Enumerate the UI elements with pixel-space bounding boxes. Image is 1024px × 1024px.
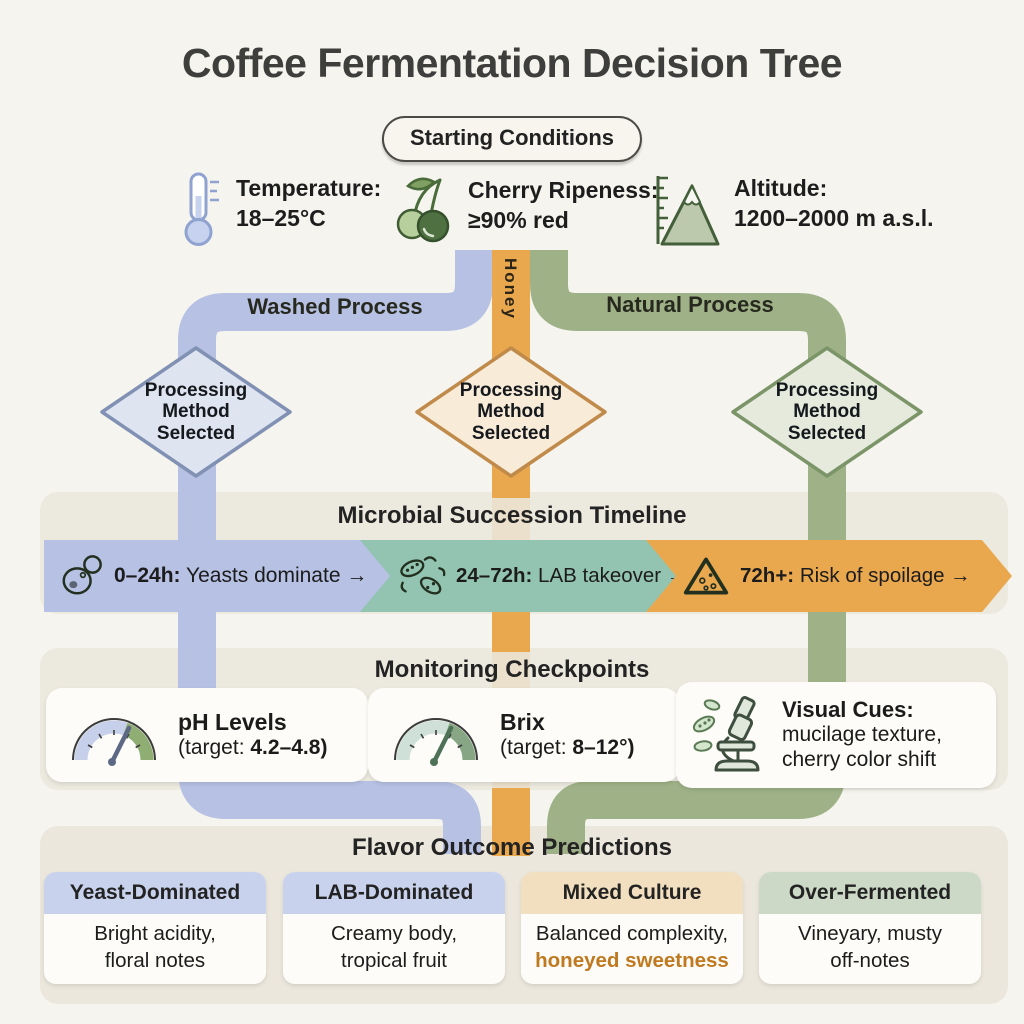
outcome-title: Over-Fermented [759, 872, 981, 914]
condition-label: Cherry Ripeness: [468, 177, 659, 203]
segment-text: Risk of spoilage → [794, 564, 971, 587]
monitoring-card-brix: Brix (target: 8–12°) [368, 688, 680, 782]
card-title: Visual Cues: [782, 697, 914, 723]
segment-text: Yeasts dominate → [180, 564, 368, 587]
monitoring-card-ph: pH Levels (target: 4.2–4.8) [46, 688, 368, 782]
page-title: Coffee Fermentation Decision Tree [181, 40, 843, 86]
condition-value: ≥90% red [468, 206, 569, 233]
segment-time: 72h+: [740, 564, 795, 587]
diamond-label: Processing Method Selected [459, 380, 563, 444]
outcome-card-yeast-dominated: Yeast-Dominated Bright acidity, floral n… [44, 872, 266, 984]
card-title: pH Levels [178, 709, 287, 736]
outcome-card-over-fermented: Over-Fermented Vineyary, musty off-notes [759, 872, 981, 984]
card-title: Brix [500, 709, 545, 736]
condition-altitude: Altitude: 1200–2000 m a.s.l. [648, 170, 934, 250]
outcome-line: honeyed sweetness [535, 948, 729, 972]
timeline-segment-spoilage: 72h+: Risk of spoilage → [646, 540, 1012, 612]
outcome-line: Vineyary, musty [798, 922, 942, 945]
card-line: mucilage texture, [782, 723, 942, 747]
outcome-line: off-notes [830, 948, 910, 972]
mountain-altitude-icon [656, 176, 720, 246]
outcome-line: Creamy body, [330, 922, 458, 945]
condition-label: Temperature: [236, 175, 382, 201]
warning-triangle-icon [682, 553, 730, 599]
decision-diamond-honey: Processing Method Selected [411, 342, 611, 482]
condition-temperature: Temperature: 18–25°C [178, 170, 381, 250]
starting-conditions-pill: Starting Conditions [381, 116, 643, 162]
yeast-cell-icon [58, 552, 104, 600]
condition-value: 18–25°C [236, 204, 326, 231]
outcome-card-mixed-culture: Mixed Culture Balanced complexity, honey… [521, 872, 743, 984]
timeline-header: Microbial Succession Timeline [337, 502, 687, 529]
outcome-line: Bright acidity, [94, 922, 216, 945]
gauge-icon [394, 718, 478, 766]
monitoring-card-visual: Visual Cues: mucilage texture, cherry co… [676, 682, 996, 788]
thermometer-icon [184, 172, 219, 246]
segment-text: LAB takeover → [532, 564, 688, 587]
condition-cherry-ripeness: Cherry Ripeness: ≥90% red [390, 172, 658, 244]
outcome-line: Balanced complexity, [535, 922, 729, 945]
card-line: cherry color shift [782, 747, 937, 771]
target-prefix: (target: [500, 736, 573, 760]
segment-time: 24–72h: [456, 564, 533, 587]
target-value: 8–12°) [572, 736, 635, 760]
target-value: 4.2–4.8) [250, 736, 328, 760]
microscope-icon [692, 695, 760, 772]
condition-value: 1200–2000 m a.s.l. [734, 204, 934, 231]
outcome-line: floral notes [104, 948, 206, 972]
decision-diamond-natural: Processing Method Selected [727, 342, 927, 482]
target-prefix: (target: [178, 736, 251, 760]
outcomes-header: Flavor Outcome Predictions [351, 834, 673, 861]
outcome-card-lab-dominated: LAB-Dominated Creamy body, tropical frui… [283, 872, 505, 984]
outcome-title: LAB-Dominated [283, 872, 505, 914]
condition-label: Altitude: [734, 175, 828, 201]
monitoring-header: Monitoring Checkpoints [374, 656, 650, 683]
natural-process-label: Natural Process [606, 292, 774, 317]
gauge-icon [72, 718, 156, 766]
outcome-line: tropical fruit [341, 948, 447, 972]
diamond-label: Processing Method Selected [775, 380, 879, 444]
cherry-icon [396, 177, 450, 243]
bacteria-icon [396, 553, 446, 599]
diamond-label: Processing Method Selected [144, 380, 248, 444]
decision-diamond-washed: Processing Method Selected [96, 342, 296, 482]
outcome-title: Mixed Culture [521, 872, 743, 914]
outcome-title: Yeast-Dominated [44, 872, 266, 914]
timeline-segment-yeast: 0–24h: Yeasts dominate → [44, 540, 400, 612]
segment-time: 0–24h: [114, 564, 181, 587]
washed-process-label: Washed Process [247, 294, 423, 319]
